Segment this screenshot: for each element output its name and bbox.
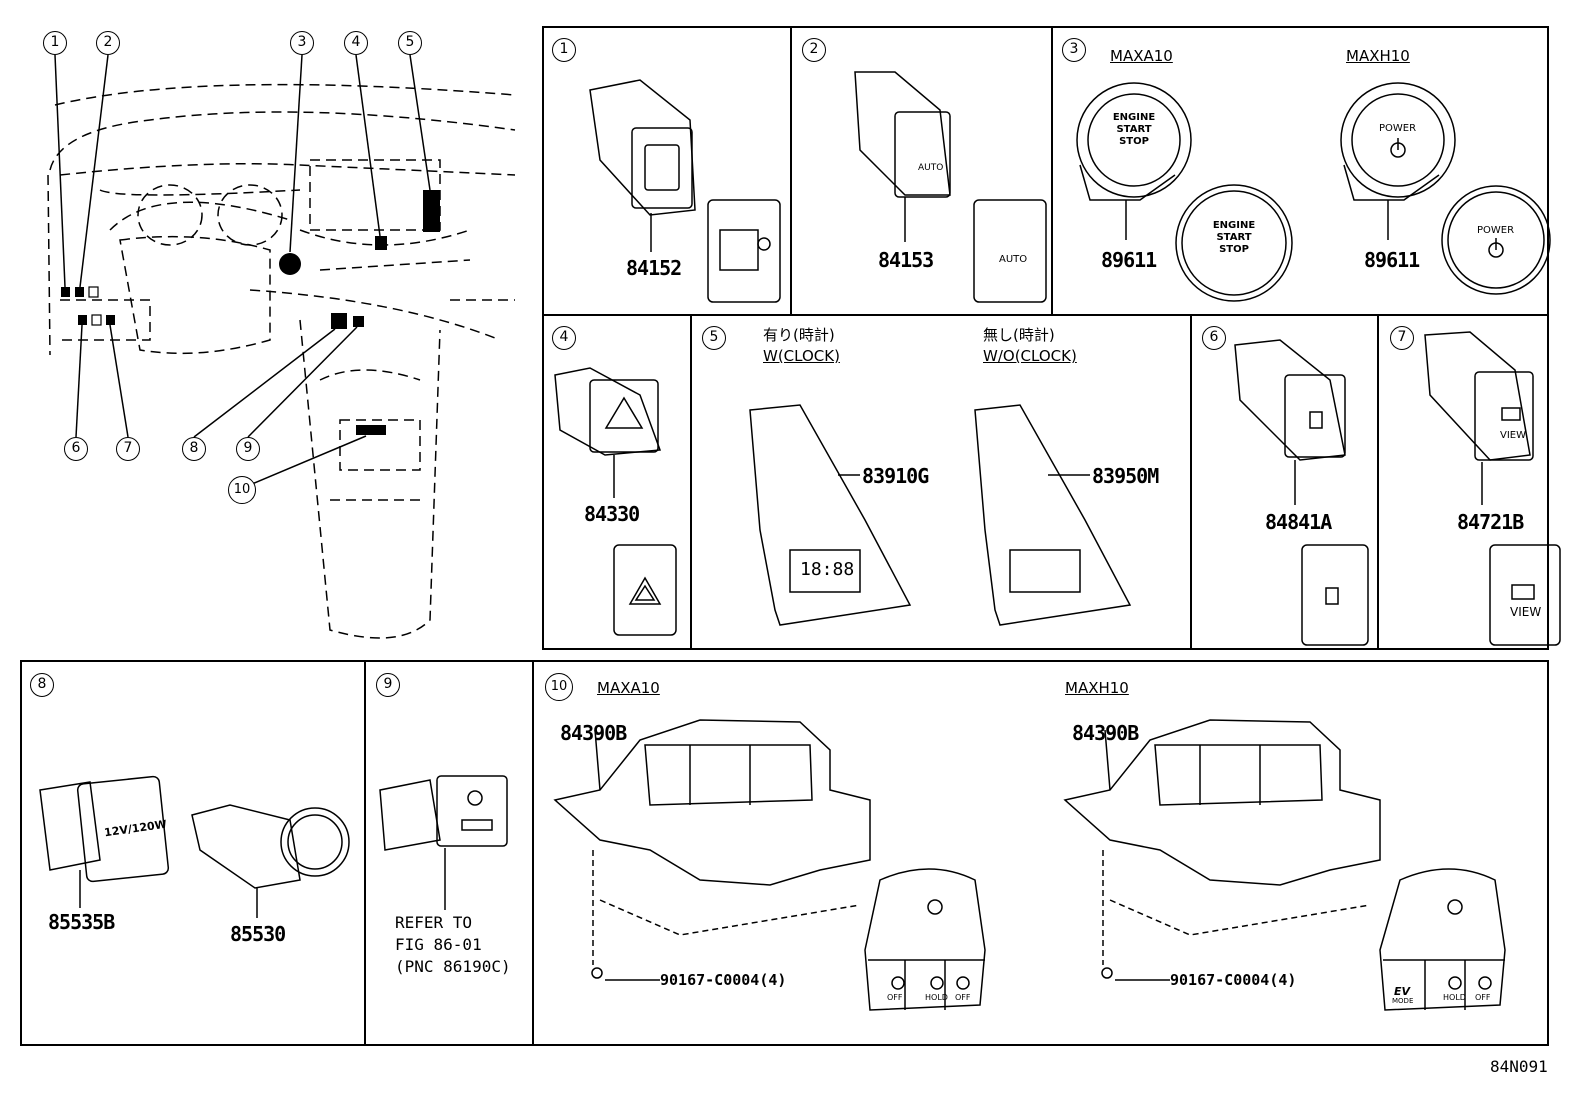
part-number: 84390B xyxy=(560,721,627,745)
panel-number: 1 xyxy=(552,38,576,62)
engine-start-text: ENGINE START STOP xyxy=(1112,112,1156,147)
button-ev-text: EV xyxy=(1394,985,1411,998)
divider xyxy=(1377,314,1379,650)
callout-8: 8 xyxy=(182,437,206,461)
parts-grid-bottom xyxy=(20,660,1549,1046)
variant-label: W/O(CLOCK) xyxy=(983,347,1077,365)
variant-label-jp: 有り(時計) xyxy=(763,326,835,344)
panel-number: 3 xyxy=(1062,38,1086,62)
callout-10: 10 xyxy=(228,476,256,504)
auto-icon-text: AUTO xyxy=(999,254,1028,265)
part-number: 85530 xyxy=(230,922,286,946)
divider xyxy=(364,660,366,1046)
part-number: 84153 xyxy=(878,248,934,272)
callout-2: 2 xyxy=(96,31,120,55)
part-number: 84390B xyxy=(1072,721,1139,745)
button-off-text: OFF xyxy=(1475,993,1491,1002)
figure-code: 84N091 xyxy=(1490,1057,1548,1076)
clock-display: 18:88 xyxy=(800,559,855,580)
callout-7: 7 xyxy=(116,437,140,461)
divider xyxy=(790,26,792,316)
button-mode-text: MODE xyxy=(1392,997,1414,1005)
panel-number: 6 xyxy=(1202,326,1226,350)
callout-1: 1 xyxy=(43,31,67,55)
button-hold-text: HOLD xyxy=(925,993,948,1002)
variant-label: MAXA10 xyxy=(1110,47,1173,65)
part-number: 89611 xyxy=(1364,248,1420,272)
dashboard-drawing xyxy=(47,54,516,639)
divider xyxy=(532,660,534,1046)
divider xyxy=(1190,314,1192,650)
button-off-text: OFF xyxy=(887,993,903,1002)
divider xyxy=(542,314,1549,316)
panel-number: 5 xyxy=(702,326,726,350)
panel-number: 4 xyxy=(552,326,576,350)
callout-9: 9 xyxy=(236,437,260,461)
button-off-text: OFF xyxy=(955,993,971,1002)
variant-label-jp: 無し(時計) xyxy=(983,326,1055,344)
callout-3: 3 xyxy=(290,31,314,55)
callout-4: 4 xyxy=(344,31,368,55)
variant-label: MAXA10 xyxy=(597,679,660,697)
panel-number: 8 xyxy=(30,673,54,697)
refer-note: REFER TO FIG 86-01 (PNC 86190C) xyxy=(395,913,511,976)
engine-start-text: ENGINE START STOP xyxy=(1212,220,1256,255)
view-text: VIEW xyxy=(1500,430,1526,441)
variant-label: MAXH10 xyxy=(1346,47,1410,65)
power-text: POWER xyxy=(1379,123,1417,134)
part-number: 84721B xyxy=(1457,510,1524,534)
auto-text: AUTO xyxy=(918,163,944,173)
part-number: 84330 xyxy=(584,502,640,526)
part-number: 85535B xyxy=(48,910,115,934)
callout-6: 6 xyxy=(64,437,88,461)
variant-label: W(CLOCK) xyxy=(763,347,840,365)
divider xyxy=(1051,26,1053,316)
panel-number: 9 xyxy=(376,673,400,697)
part-number: 83910G xyxy=(862,464,929,488)
screw-part-number: 90167-C0004(4) xyxy=(660,971,787,989)
part-number: 89611 xyxy=(1101,248,1157,272)
parts-grid-top xyxy=(542,26,1549,650)
button-hold-text: HOLD xyxy=(1443,993,1466,1002)
part-number: 83950M xyxy=(1092,464,1159,488)
power-text: POWER xyxy=(1477,225,1515,236)
part-number: 84152 xyxy=(626,256,682,280)
callout-5: 5 xyxy=(398,31,422,55)
panel-number: 2 xyxy=(802,38,826,62)
part-number: 84841A xyxy=(1265,510,1332,534)
panel-number: 7 xyxy=(1390,326,1414,350)
divider xyxy=(690,314,692,650)
screw-part-number: 90167-C0004(4) xyxy=(1170,971,1297,989)
view-icon-text: VIEW xyxy=(1510,605,1542,619)
variant-label: MAXH10 xyxy=(1065,679,1129,697)
panel-number: 10 xyxy=(545,673,573,701)
